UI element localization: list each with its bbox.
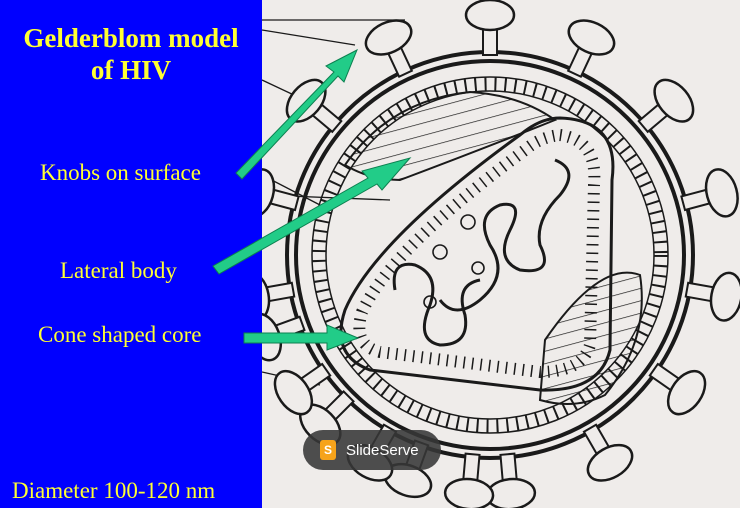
lateral-body-top — [343, 90, 558, 182]
slide-title-line2: of HIV — [90, 55, 172, 85]
slideserve-badge[interactable]: S SlideServe — [303, 430, 441, 470]
label-cone-shaped-core: Cone shaped core — [38, 322, 202, 347]
surface-knob — [273, 362, 332, 416]
rna-strand-2 — [392, 262, 481, 347]
surface-knob — [262, 168, 300, 218]
surface-knob — [285, 78, 343, 134]
surface-knob — [582, 423, 634, 482]
surface-knob — [443, 452, 495, 508]
slideserve-icon: S — [320, 440, 336, 460]
surface-knob — [648, 362, 707, 416]
rna-strand-1 — [438, 158, 571, 312]
surface-knob — [637, 78, 695, 134]
matrix-layer — [312, 77, 668, 433]
surface-knob — [680, 168, 739, 218]
surface-knob — [684, 271, 740, 322]
surface-knob — [566, 19, 616, 79]
surface-knob — [262, 271, 296, 322]
slide-title: Gelderblom model of HIV — [0, 22, 262, 86]
label-diameter: Diameter 100-120 nm — [12, 478, 216, 503]
surface-knob — [364, 19, 414, 79]
label-knobs-on-surface: Knobs on surface — [40, 160, 201, 185]
cone-core-inner — [353, 128, 601, 379]
label-lateral-body: Lateral body — [60, 258, 177, 283]
surface-knob — [464, 0, 516, 56]
slide-title-line1: Gelderblom model — [23, 23, 239, 53]
slideserve-label: SlideServe — [346, 441, 419, 459]
